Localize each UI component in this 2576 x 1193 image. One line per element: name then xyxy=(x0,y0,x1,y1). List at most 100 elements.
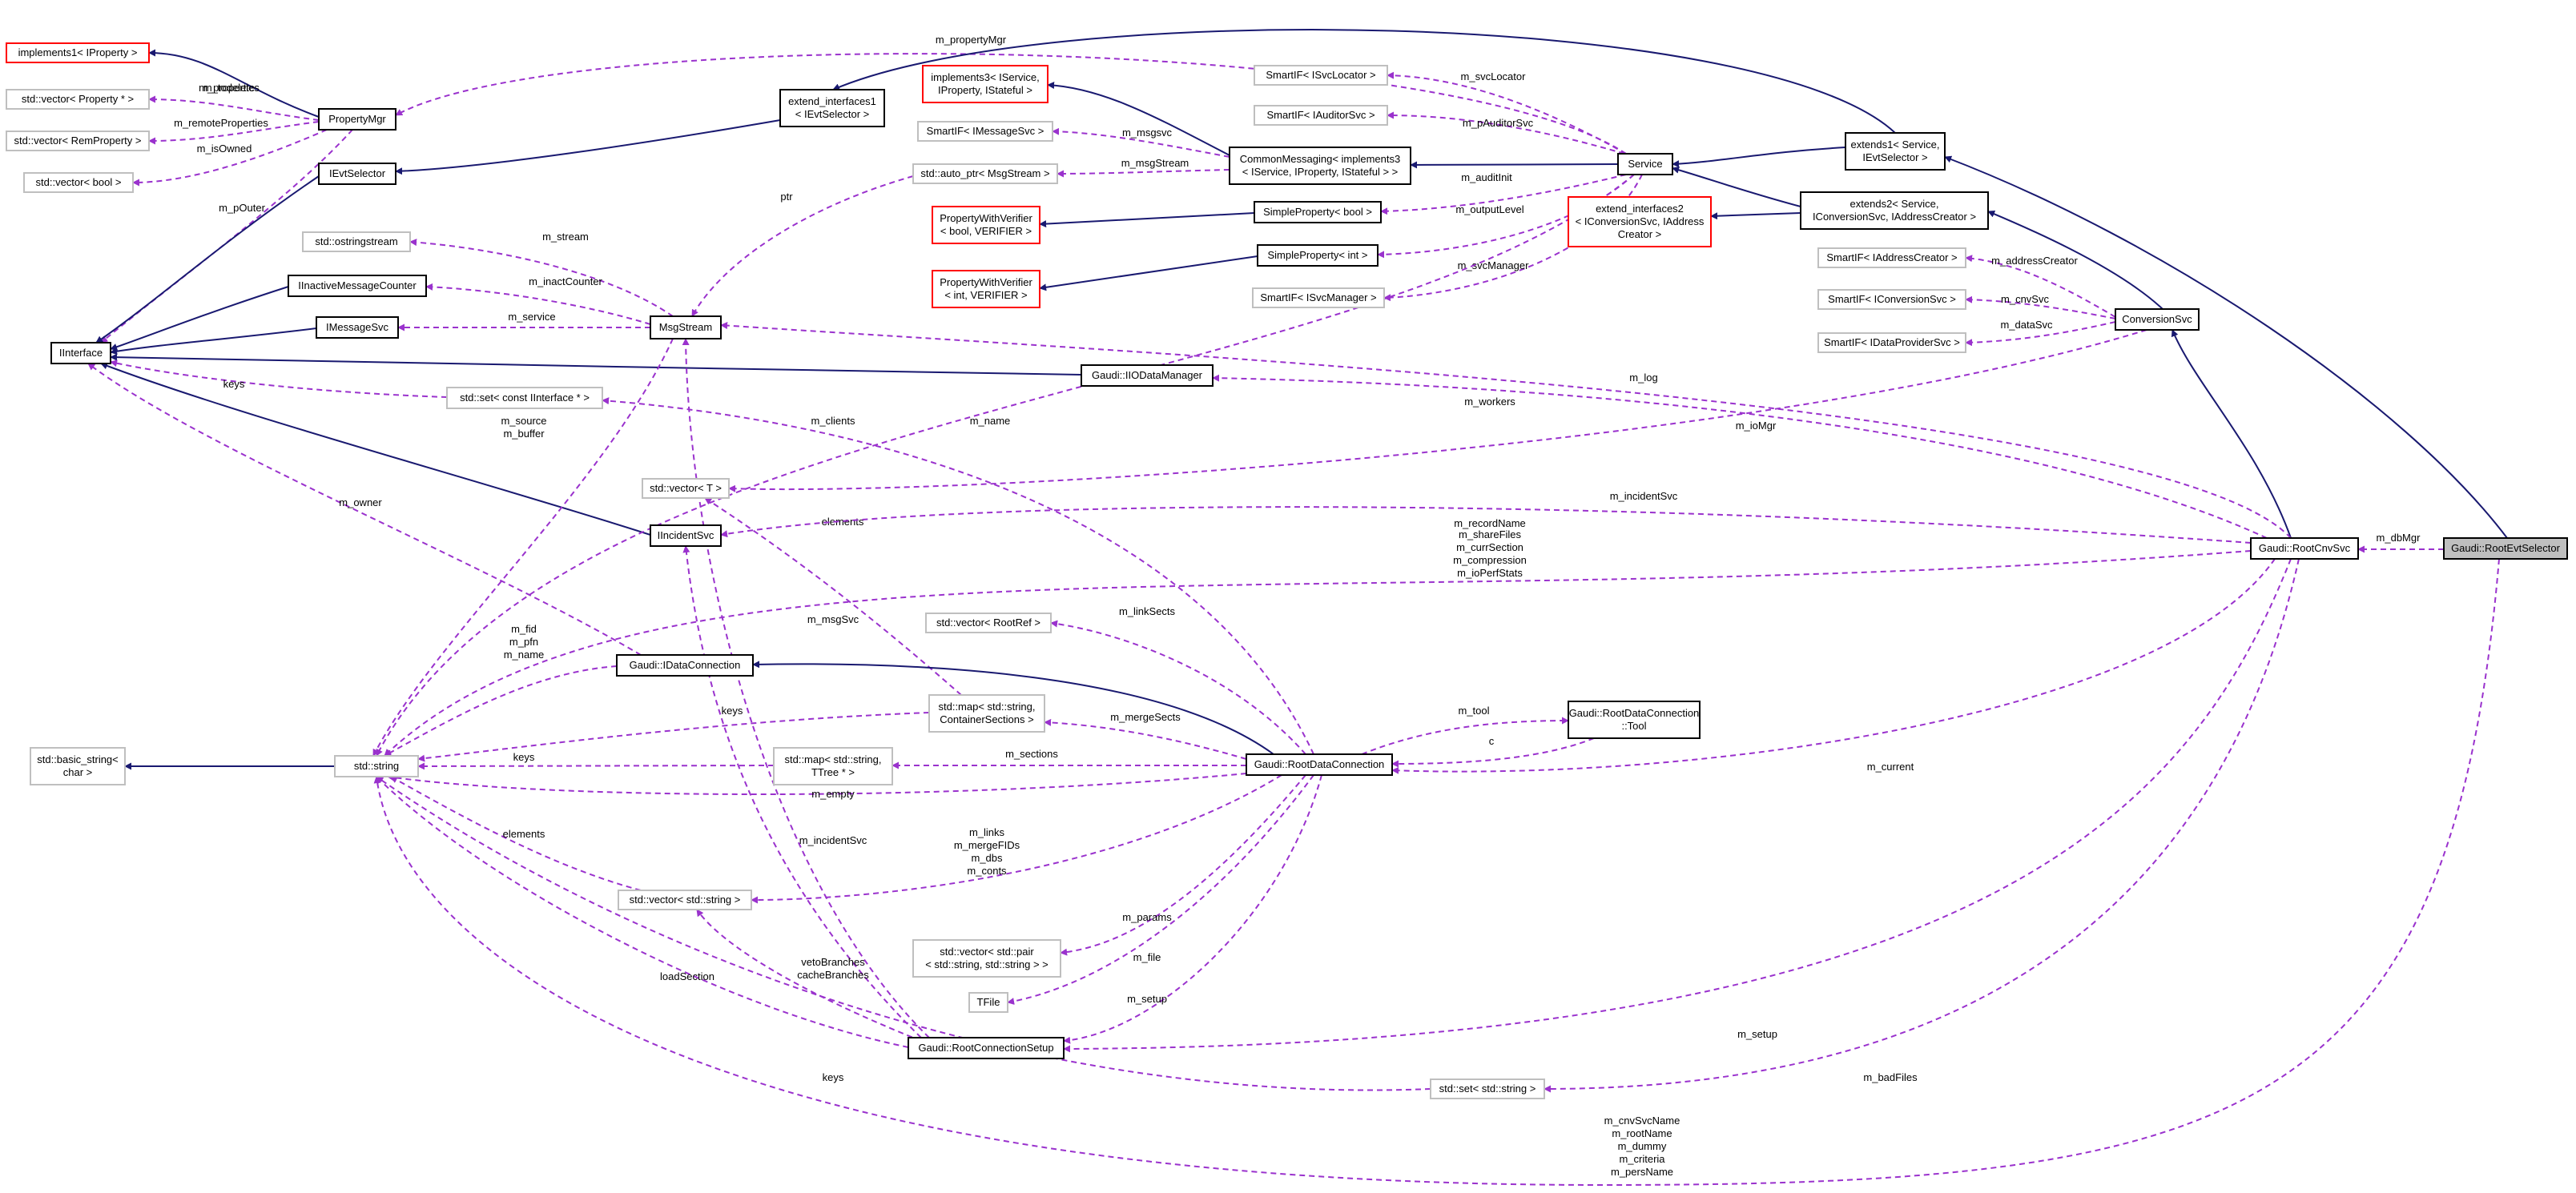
class-node-label: IMessageSvc xyxy=(326,321,389,333)
class-node-smartmsg[interactable]: SmartIF< IMessageSvc > xyxy=(917,121,1053,142)
edge-line xyxy=(1672,147,1846,168)
class-node-ievtsel[interactable]: IEvtSelector xyxy=(318,163,396,185)
class-node-box xyxy=(2443,537,2568,560)
edge-line xyxy=(148,121,320,145)
class-node-convsvc[interactable]: ConversionSvc xyxy=(2115,308,2200,331)
edge-inherit-commsg-to-impl3 xyxy=(1047,81,1230,156)
class-node-rootevtsel[interactable]: Gaudi::RootEvtSelector xyxy=(2443,537,2568,560)
class-node-label: PropertyWithVerifier xyxy=(940,276,1032,288)
class-node-imsgsvc[interactable]: IMessageSvc xyxy=(316,316,399,339)
class-node-rootdataconn[interactable]: Gaudi::RootDataConnection xyxy=(1246,753,1393,776)
edge-label: m_mergeSects xyxy=(1110,711,1181,723)
class-node-label: < std::string, std::string > > xyxy=(925,958,1049,970)
class-node-setstring[interactable]: std::set< std::string > xyxy=(1430,1079,1545,1099)
class-node-idataconn[interactable]: Gaudi::IDataConnection xyxy=(616,654,754,677)
edge-label: c xyxy=(1489,735,1495,747)
class-node-impl3[interactable]: implements3< IService,IProperty, IStatef… xyxy=(922,65,1049,103)
class-node-vecstring[interactable]: std::vector< std::string > xyxy=(618,890,752,910)
class-node-vecremprop[interactable]: std::vector< RemProperty > xyxy=(6,131,150,151)
edge-line xyxy=(110,360,448,398)
edge-usage-rootevtsel-to-stdstring: m_cnvSvcNamem_rootNamem_dummym_criteriam… xyxy=(373,558,2500,1187)
class-node-extint1[interactable]: extend_interfaces1< IEvtSelector > xyxy=(779,89,885,127)
class-node-vecprop[interactable]: std::vector< Property * > xyxy=(6,89,150,110)
edge-usage-rootconnsetup-to-msgstream: m_msgSvc xyxy=(682,338,930,1038)
class-node-setiface[interactable]: std::set< const IInterface * > xyxy=(446,387,603,409)
edge-line xyxy=(395,119,781,175)
edge-line xyxy=(409,239,674,317)
class-node-smartaddr[interactable]: SmartIF< IAddressCreator > xyxy=(1817,247,1966,268)
class-node-iinterface[interactable]: IInterface xyxy=(50,342,111,364)
class-node-label: std::set< const IInterface * > xyxy=(460,392,590,404)
class-node-spbool[interactable]: SimpleProperty< bool > xyxy=(1254,201,1382,223)
class-node-smartconv[interactable]: SmartIF< IConversionSvc > xyxy=(1817,289,1966,310)
class-node-box xyxy=(912,163,1058,184)
class-node-propmgr[interactable]: PropertyMgr xyxy=(318,108,396,131)
class-node-label: IProperty, IStateful > xyxy=(938,84,1032,96)
edge-line xyxy=(1383,174,1643,302)
class-node-smartaud[interactable]: SmartIF< IAuditorSvc > xyxy=(1254,105,1388,126)
class-node-tfile[interactable]: TFile xyxy=(968,992,1008,1013)
class-node-iinactive[interactable]: IInactiveMessageCounter xyxy=(288,275,427,297)
class-node-pwvbool[interactable]: PropertyWithVerifier< bool, VERIFIER > xyxy=(932,206,1040,244)
class-node-mapttree[interactable]: std::map< std::string,TTree * > xyxy=(773,747,893,785)
class-node-label: ConversionSvc xyxy=(2122,313,2192,325)
class-node-label: implements1< IProperty > xyxy=(18,46,138,58)
class-node-label: std::string xyxy=(354,760,399,772)
edge-label: m_pAuditorSvc xyxy=(1463,117,1534,129)
edge-line xyxy=(691,175,914,317)
class-node-box xyxy=(650,315,722,339)
class-node-mapcont[interactable]: std::map< std::string,ContainerSections … xyxy=(928,694,1045,733)
class-node-label: std::map< std::string, xyxy=(784,753,881,765)
class-node-vect[interactable]: std::vector< T > xyxy=(642,478,730,499)
class-node-ostringstream[interactable]: std::ostringstream xyxy=(302,231,411,252)
class-node-basicstring[interactable]: std::basic_string<char > xyxy=(30,747,126,785)
class-node-rootcnvsvc[interactable]: Gaudi::RootCnvSvc xyxy=(2250,537,2359,560)
class-node-rootconnsetup[interactable]: Gaudi::RootConnectionSetup xyxy=(908,1037,1065,1059)
edge-label: m_pOuter xyxy=(219,202,265,214)
edge-label: m_incidentSvc xyxy=(799,834,867,846)
class-node-vecbool[interactable]: std::vector< bool > xyxy=(23,172,134,193)
edge-label: loadSection xyxy=(660,970,714,982)
class-node-label: IIncidentSvc xyxy=(658,529,714,541)
edge-line xyxy=(602,397,1314,755)
class-node-iiodm[interactable]: Gaudi::IIODataManager xyxy=(1081,364,1214,387)
class-node-box xyxy=(1254,201,1382,223)
edge-inherit-extends2-to-service xyxy=(1672,166,1801,207)
class-node-label: std::vector< bool > xyxy=(36,176,122,188)
edge-line xyxy=(1672,166,1801,207)
class-node-smartsvcmgr[interactable]: SmartIF< ISvcManager > xyxy=(1252,287,1385,308)
edge-line xyxy=(720,506,2252,544)
class-node-autoptr[interactable]: std::auto_ptr< MsgStream > xyxy=(912,163,1058,184)
class-node-label: SmartIF< IDataProviderSvc > xyxy=(1824,336,1960,348)
class-node-vecrootref[interactable]: std::vector< RootRef > xyxy=(925,613,1052,633)
class-node-commsg[interactable]: CommonMessaging< implements3< IService, … xyxy=(1229,147,1411,185)
edge-label: m_service xyxy=(508,311,555,323)
edge-label: m_isOwned xyxy=(197,143,252,155)
edge-line xyxy=(720,322,2292,539)
class-node-msgstream[interactable]: MsgStream xyxy=(650,315,722,339)
class-node-extends2[interactable]: extends2< Service,IConversionSvc, IAddre… xyxy=(1800,191,1989,230)
edge-line xyxy=(148,95,320,121)
class-node-smartdp[interactable]: SmartIF< IDataProviderSvc > xyxy=(1817,332,1966,353)
class-node-spint[interactable]: SimpleProperty< int > xyxy=(1257,244,1379,267)
class-node-extint2[interactable]: extend_interfaces2< IConversionSvc, IAdd… xyxy=(1568,196,1712,247)
class-node-vecpair[interactable]: std::vector< std::pair< std::string, std… xyxy=(912,939,1061,978)
class-node-label: extend_interfaces2 xyxy=(1596,203,1684,215)
edge-label: m_tool xyxy=(1458,705,1489,717)
class-node-stdstring[interactable]: std::string xyxy=(334,755,419,777)
class-node-box xyxy=(288,275,427,297)
class-node-service[interactable]: Service xyxy=(1617,153,1673,175)
class-node-extends1[interactable]: extends1< Service,IEvtSelector > xyxy=(1845,132,1946,171)
class-node-tool[interactable]: Gaudi::RootDataConnection::Tool xyxy=(1568,701,1701,739)
edge-label: m_setup xyxy=(1737,1028,1777,1040)
class-node-pwvint[interactable]: PropertyWithVerifier< int, VERIFIER > xyxy=(932,270,1040,308)
edge-line xyxy=(704,497,962,696)
class-node-label: SmartIF< IAddressCreator > xyxy=(1826,251,1957,263)
class-node-smartsvcloc[interactable]: SmartIF< ISvcLocator > xyxy=(1254,65,1388,86)
class-node-implements1[interactable]: implements1< IProperty > xyxy=(6,42,150,63)
edge-label: keys xyxy=(823,1071,844,1083)
class-node-iincident[interactable]: IIncidentSvc xyxy=(650,524,722,547)
class-node-label: < bool, VERIFIER > xyxy=(940,225,1032,237)
edge-inherit-rootevtsel-to-extends1 xyxy=(1944,155,2508,539)
edge-usage-rootcnvsvc-to-msgstream: m_log xyxy=(720,322,2292,539)
